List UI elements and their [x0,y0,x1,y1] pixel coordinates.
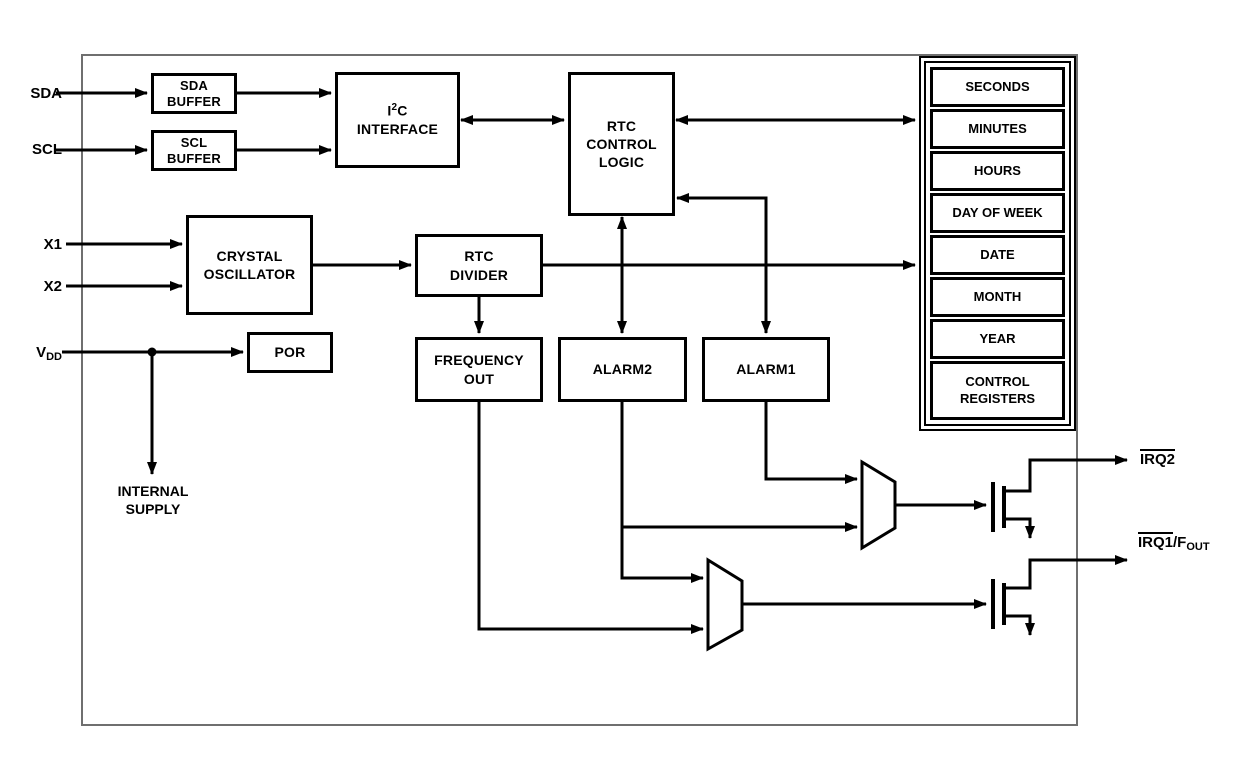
pin-label-scl: SCL [6,141,62,158]
pin-label-x2-text: X2 [43,278,62,295]
block-rtc-control-logic: RTC CONTROL LOGIC [568,72,675,216]
rtc-control-line2: CONTROL [586,135,657,152]
block-por: POR [247,332,333,373]
block-crystal-oscillator: CRYSTAL OSCILLATOR [186,215,313,315]
alarm2-label: ALARM2 [592,361,653,378]
block-scl-buffer: SCL BUFFER [151,130,237,171]
pin-label-sda: SDA [6,85,62,102]
pin-label-vdd: VDD [6,344,62,366]
alarm1-label: ALARM1 [736,361,796,378]
register-row-hours: HOURS [930,151,1065,191]
block-alarm1: ALARM1 [702,337,830,402]
i2c-sup: 2 [391,102,398,114]
rtc-control-line1: RTC [606,117,637,134]
register-row-year-text: YEAR [979,330,1016,346]
register-row-month-text: MONTH [973,288,1022,304]
crystal-line2: OSCILLATOR [203,266,296,282]
crystal-line1: CRYSTAL [216,247,283,264]
register-row-hours-text: HOURS [974,162,1021,178]
irq1-overlined-text: IRQ1 [1138,532,1174,551]
freq-out-line2: OUT [463,370,495,387]
register-stack-inner: SECONDS MINUTES HOURS DAY OF WEEK DATE M… [924,61,1071,426]
register-row-minutes: MINUTES [930,109,1065,149]
internal-supply-label: INTERNAL SUPPLY [92,483,214,518]
freq-out-line1: FREQUENCY [434,352,524,369]
irq1-plain-text: /F [1173,534,1187,551]
block-sda-buffer-line2: BUFFER [167,93,221,109]
pin-label-x2: X2 [6,278,62,295]
register-stack: SECONDS MINUTES HOURS DAY OF WEEK DATE M… [919,56,1076,431]
register-row-month: MONTH [930,277,1065,317]
divider-line2: DIVIDER [449,266,509,283]
por-label: POR [274,344,306,361]
internal-supply-line1: INTERNAL [117,483,189,499]
register-row-control-registers: CONTROL REGISTERS [930,361,1065,420]
register-row-seconds-text: SECONDS [965,78,1030,94]
output-label-irq1-fout: IRQ1/FOUT [1138,532,1210,556]
block-scl-buffer-line1: SCL [180,134,208,150]
register-row-day-of-week-text: DAY OF WEEK [952,204,1043,220]
irq1-sub-text: OUT [1186,541,1210,553]
pin-label-vdd-sub: DD [46,351,62,363]
irq2-overlined-text: IRQ2 [1140,449,1176,468]
pin-label-x1-text: X1 [43,236,62,253]
block-alarm2: ALARM2 [558,337,687,402]
divider-line1: RTC [464,248,494,265]
output-label-irq2: IRQ2 [1140,449,1176,468]
internal-supply-line2: SUPPLY [125,500,181,517]
block-i2c-interface: I2C INTERFACE [335,72,460,168]
register-row-year: YEAR [930,319,1065,359]
block-rtc-divider: RTC DIVIDER [415,234,543,297]
pin-label-vdd-base: V [36,344,47,361]
register-row-date: DATE [930,235,1065,275]
block-frequency-out: FREQUENCY OUT [415,337,543,402]
i2c-base2: C [397,103,408,120]
pin-label-scl-text: SCL [32,141,62,158]
i2c-base1: I [387,103,392,120]
pin-label-x1: X1 [6,236,62,253]
block-i2c-line1: I2C [387,101,407,120]
rtc-control-line3: LOGIC [598,154,645,171]
register-row-control-registers-text: CONTROL REGISTERS [959,374,1036,406]
pin-label-sda-text: SDA [30,85,62,102]
register-row-day-of-week: DAY OF WEEK [930,193,1065,233]
block-sda-buffer-line1: SDA [179,77,209,93]
block-scl-buffer-line2: BUFFER [167,150,221,166]
chip-boundary [81,54,1078,726]
register-row-seconds: SECONDS [930,67,1065,107]
register-row-minutes-text: MINUTES [968,120,1027,136]
block-i2c-line2: INTERFACE [356,121,439,138]
block-sda-buffer: SDA BUFFER [151,73,237,114]
register-row-date-text: DATE [980,246,1015,262]
